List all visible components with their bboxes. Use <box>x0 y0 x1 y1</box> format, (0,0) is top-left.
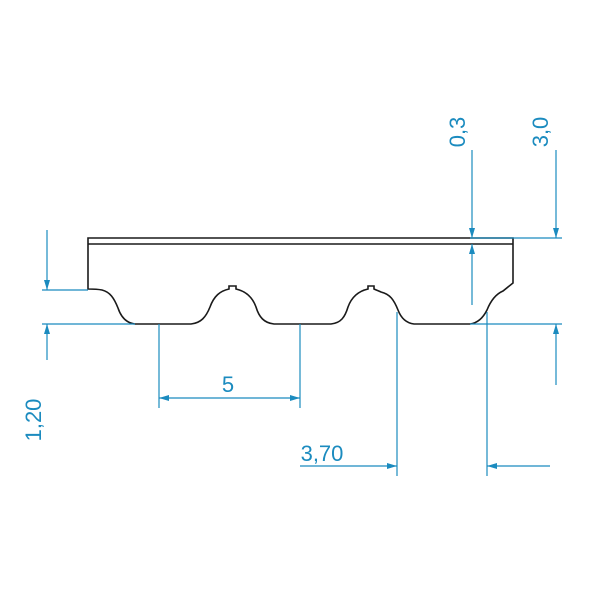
dimension-lines <box>42 150 562 476</box>
dim-total-thickness-label: 3,0 <box>528 117 553 148</box>
dim-tooth-height-label: 1,20 <box>21 399 46 442</box>
belt-profile-path <box>87 237 514 325</box>
dim-tooth-width-label: 3,70 <box>301 441 344 466</box>
dim-pitch-label: 5 <box>222 372 234 397</box>
dim-backing-label: 0,3 <box>445 117 470 148</box>
belt-outline <box>87 237 514 325</box>
